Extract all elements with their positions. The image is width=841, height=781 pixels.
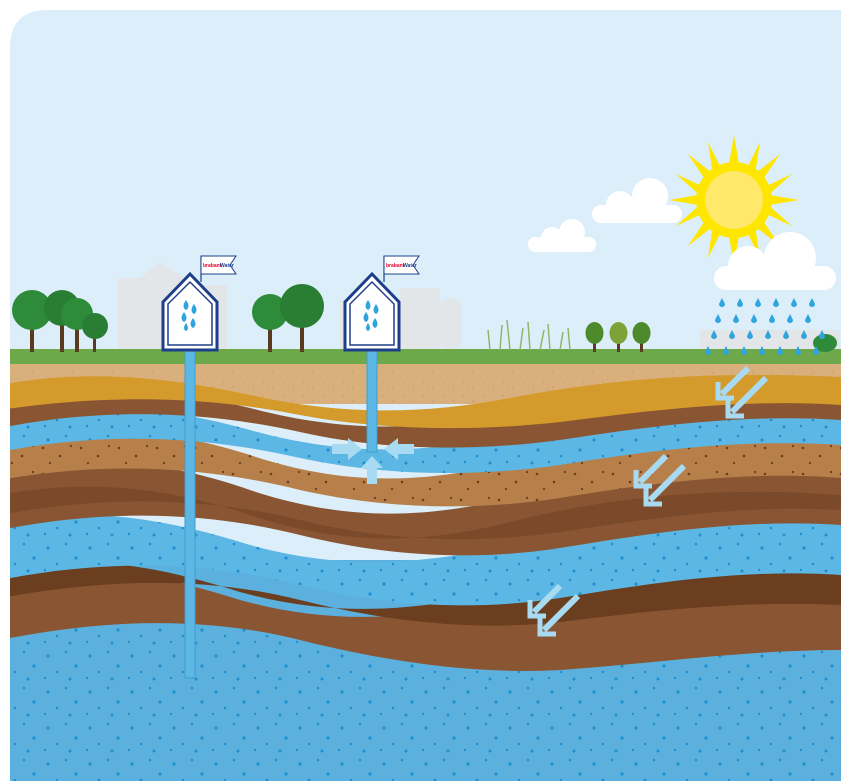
cloud-icon <box>592 178 682 223</box>
arrow-left-icon <box>384 438 414 460</box>
infiltration-arrow-icon <box>633 453 687 507</box>
flag-label-red: brabant <box>203 263 222 269</box>
water-drops-icon <box>363 300 379 331</box>
flag-icon: brabant Water <box>383 255 420 275</box>
grass-strip <box>10 349 841 365</box>
rain-icon <box>705 298 825 355</box>
shallow-well-pipe <box>366 337 378 453</box>
arrow-right-icon <box>332 438 362 460</box>
water-drops-icon <box>181 300 197 331</box>
reeds <box>487 319 571 351</box>
flag-label-red: brabant <box>386 263 405 269</box>
sun-icon <box>669 135 799 265</box>
pumping-station-icon: brabant Water <box>161 255 237 352</box>
cloud-icon <box>528 219 596 252</box>
deep-well-pipe <box>184 337 196 679</box>
clay-band-middle <box>10 486 841 540</box>
cloud-icon <box>714 232 836 290</box>
aquifer-middle-dots <box>10 514 841 606</box>
tree-icon <box>252 284 324 352</box>
tree-icon <box>12 290 108 352</box>
pumping-station-icon: brabant Water <box>343 255 420 352</box>
flag-icon: brabant Water <box>200 255 237 275</box>
flag-label-blue: Water <box>403 263 417 269</box>
flag-label-blue: Water <box>220 263 234 269</box>
tree-icon <box>585 322 837 352</box>
infiltration-arrow-icon <box>527 583 581 637</box>
arrow-up-icon <box>361 456 383 484</box>
infiltration-arrow-icon <box>715 365 769 419</box>
inflow-arrows <box>332 438 414 484</box>
sand-yellow-layer <box>10 374 841 429</box>
